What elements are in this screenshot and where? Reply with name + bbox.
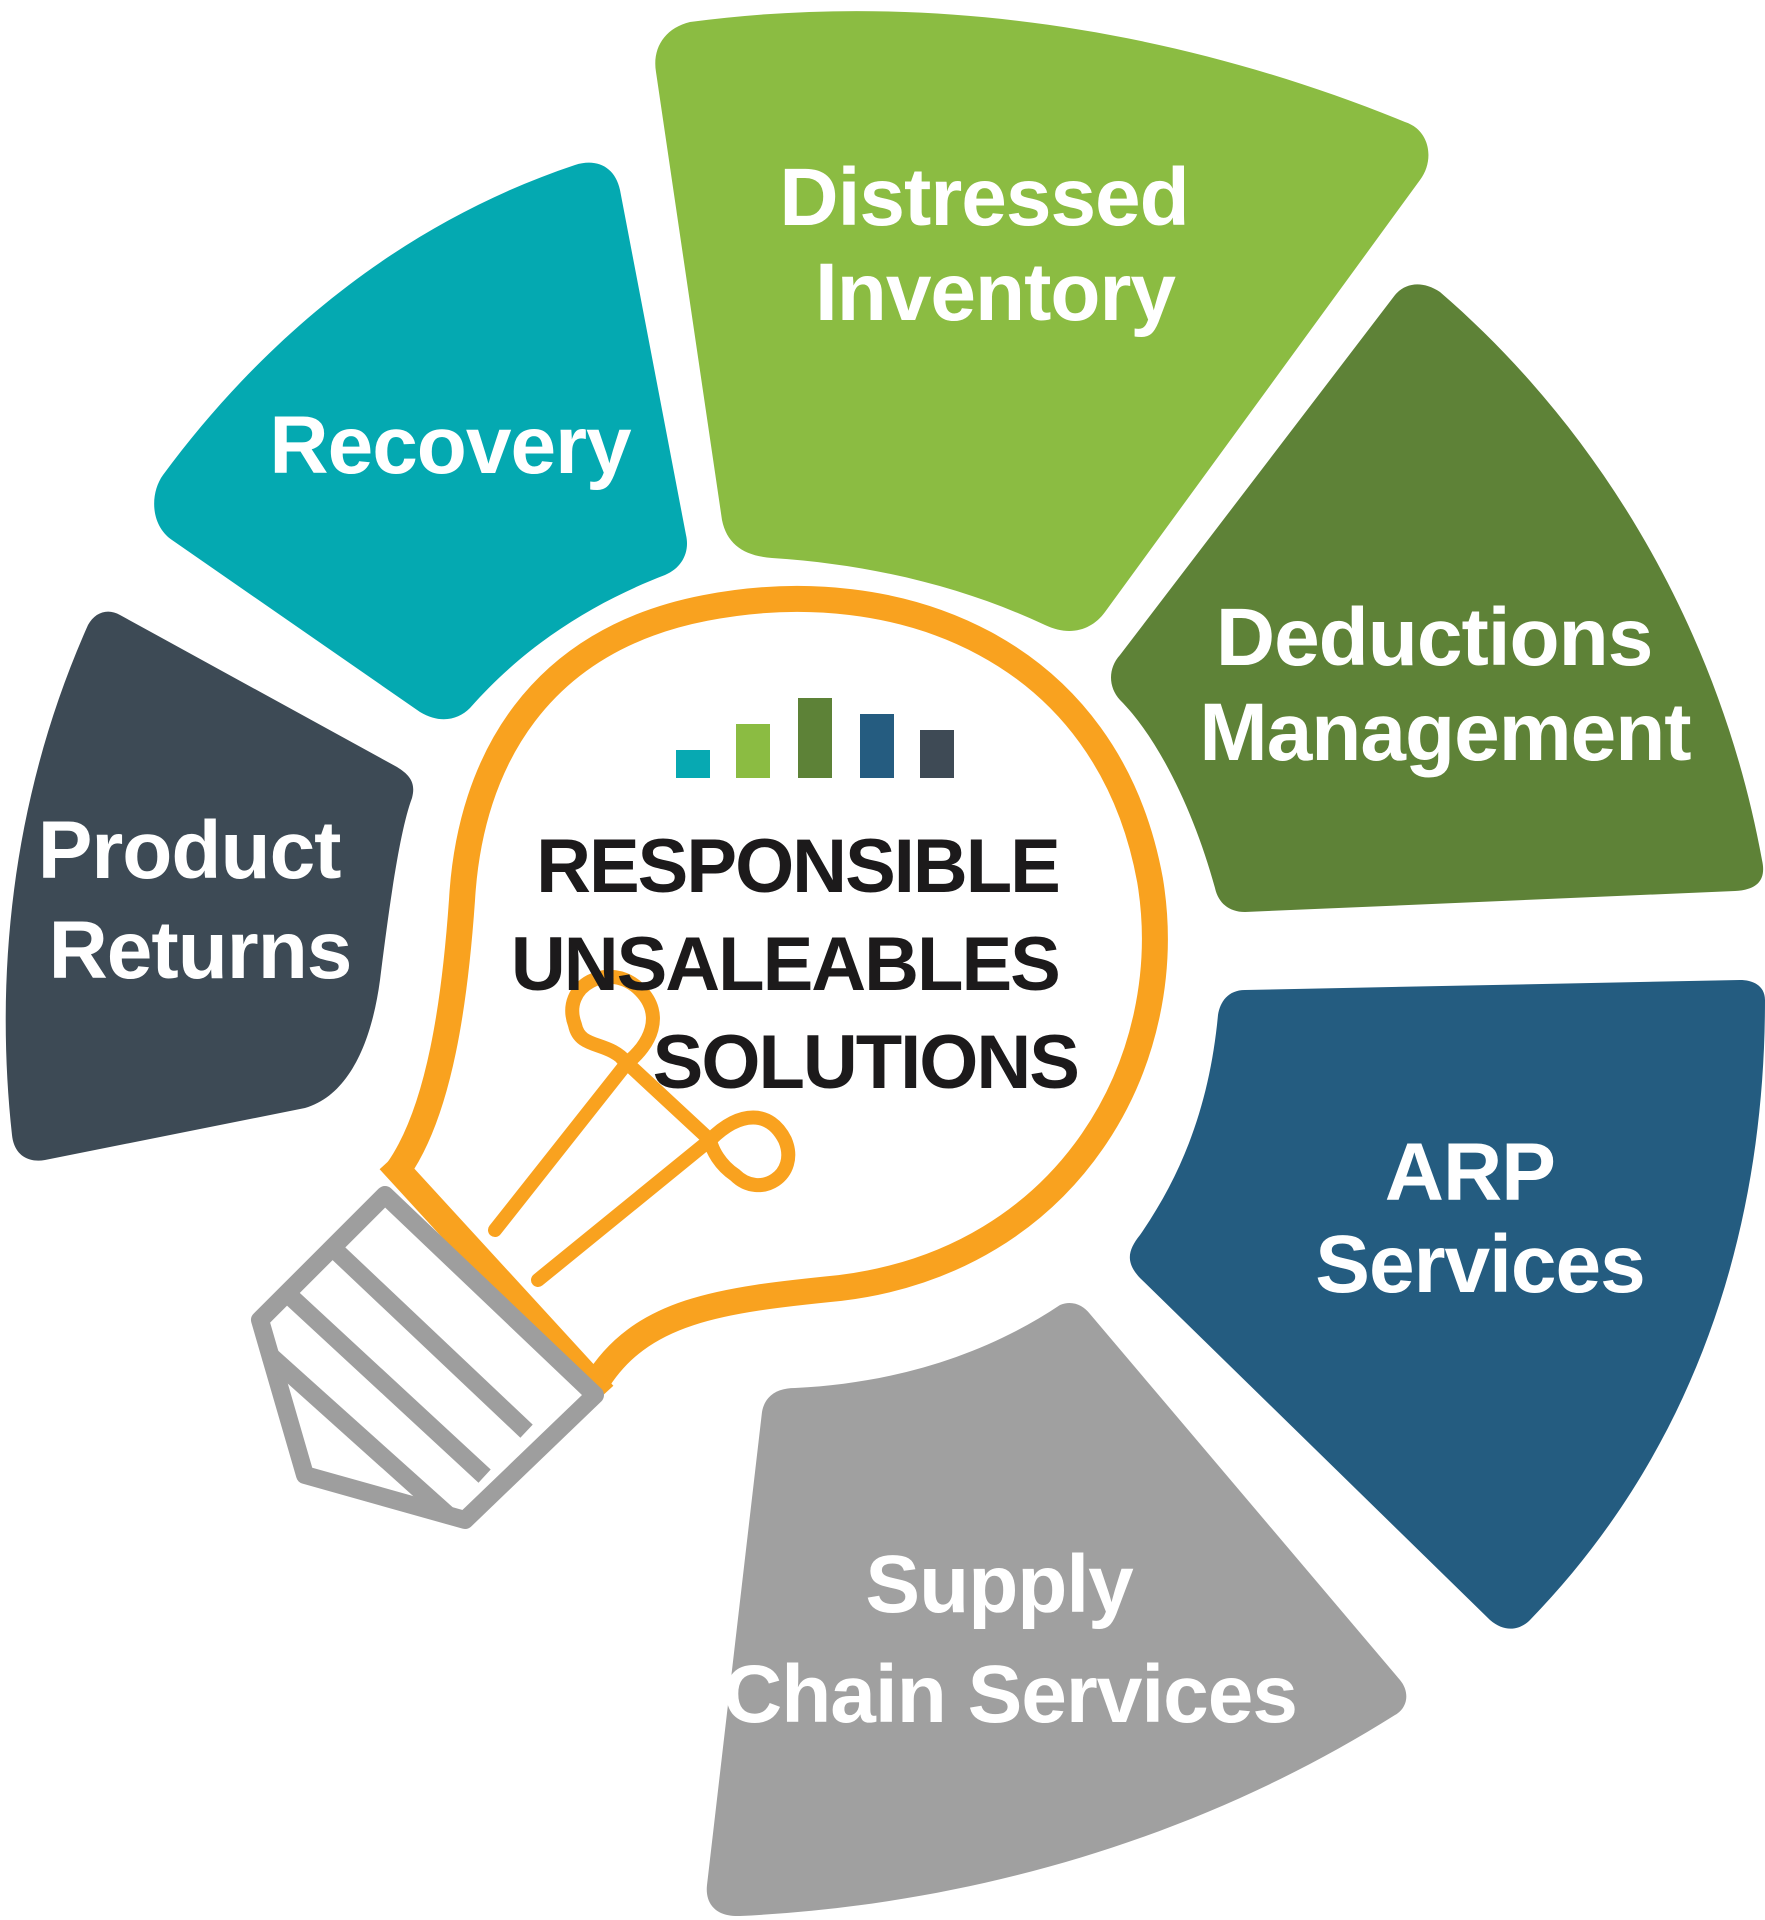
segment-recovery-shape — [154, 162, 688, 720]
segment-deductions-management[interactable]: Deductions Management — [1111, 284, 1764, 912]
segment-product-returns[interactable]: Product Returns — [5, 611, 414, 1161]
segment-supply-chain-services[interactable]: Supply Chain Services — [706, 1303, 1407, 1917]
segment-recovery[interactable]: Recovery — [154, 162, 688, 720]
bar-chart-logo — [676, 698, 954, 778]
logo-bar-5 — [920, 730, 954, 778]
segment-recovery-label: Recovery — [269, 400, 632, 491]
segment-arp-services-label: ARP Services — [1315, 1127, 1644, 1310]
logo-bar-2 — [736, 724, 770, 778]
lightbulb-neck — [379, 1151, 614, 1404]
segment-distressed-inventory[interactable]: Distressed Inventory — [655, 11, 1429, 631]
segment-product-returns-shape — [5, 611, 414, 1161]
lightbulb-base — [251, 1186, 604, 1529]
logo-bar-1 — [676, 750, 710, 778]
segment-distressed-inventory-shape — [655, 11, 1429, 631]
logo-bar-4 — [860, 714, 894, 778]
lightbulb-outline — [387, 585, 1168, 1392]
lightbulb-filament — [488, 969, 796, 1287]
segment-arp-services[interactable]: ARP Services — [1129, 980, 1765, 1629]
segment-arp-services-shape — [1129, 980, 1765, 1629]
segment-distressed-inventory-label: Distressed Inventory — [779, 152, 1210, 338]
logo-bar-3 — [798, 698, 832, 778]
segment-product-returns-label: Product Returns — [38, 805, 363, 996]
segment-supply-chain-services-shape — [706, 1303, 1407, 1917]
segment-deductions-management-label: Deductions Management — [1199, 592, 1691, 778]
center-title: RESPONSIBLE UNSALEABLES SOLUTIONS — [511, 824, 1078, 1105]
lightbulb-icon — [251, 585, 1168, 1529]
segment-deductions-management-shape — [1111, 284, 1764, 912]
segment-supply-chain-services-label: Supply Chain Services — [723, 1539, 1297, 1740]
